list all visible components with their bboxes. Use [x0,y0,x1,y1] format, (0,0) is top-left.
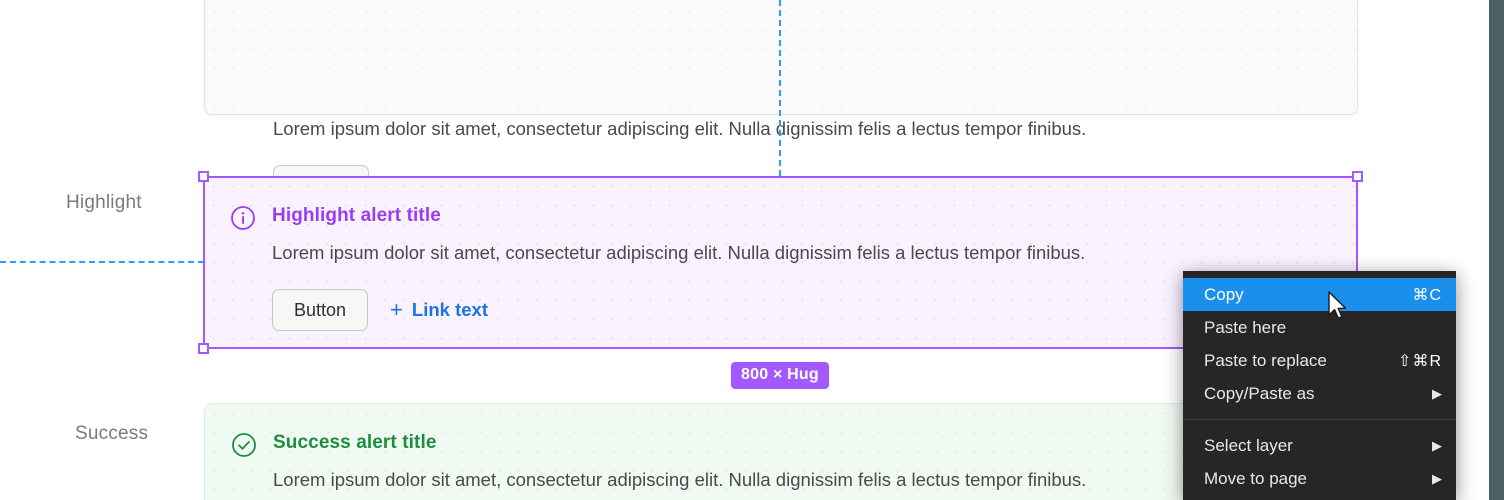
context-menu-item-paste-to-replace[interactable]: Paste to replace ⇧⌘R [1183,344,1456,377]
alert-title-highlight: Highlight alert title [272,205,441,226]
context-menu-item-copy-paste-as[interactable]: Copy/Paste as ▶ [1183,377,1456,410]
context-menu-label: Paste here [1204,317,1287,337]
submenu-arrow-icon: ▶ [1432,470,1442,486]
context-menu-label: Copy/Paste as [1204,383,1315,403]
context-menu[interactable]: Copy ⌘C Paste here Paste to replace ⇧⌘R … [1183,271,1456,500]
row-label-highlight: Highlight [66,192,142,213]
context-menu-label: Move to page [1204,468,1308,488]
button-highlight[interactable]: Button [272,289,369,331]
info-circle-icon [230,205,256,231]
context-menu-item-copy[interactable]: Copy ⌘C [1183,278,1456,311]
context-menu-item-move-to-page[interactable]: Move to page ▶ [1183,462,1456,495]
row-label-success: Success [75,423,149,444]
alert-actions-highlight[interactable]: Button + Link text [272,289,1290,331]
alert-body-success: Lorem ipsum dolor sit amet, consectetur … [273,469,1087,490]
check-circle-icon [231,432,257,458]
horizontal-alignment-guide [0,261,204,263]
right-edge-strip [1489,0,1504,500]
alert-card-neutral[interactable]: Lorem ipsum dolor sit amet, consectetur … [204,0,1358,207]
context-menu-separator [1183,419,1456,420]
submenu-arrow-icon: ▶ [1432,385,1442,401]
alert-title-success: Success alert title [273,432,437,453]
context-menu-shortcut: ⇧⌘R [1398,352,1442,370]
context-menu-label: Copy [1204,284,1244,304]
context-menu-label: Paste to replace [1204,350,1327,370]
alert-body-highlight: Lorem ipsum dolor sit amet, consectetur … [272,242,1086,263]
submenu-arrow-icon: ▶ [1432,437,1442,453]
context-menu-item-select-layer[interactable]: Select layer ▶ [1183,429,1456,462]
size-badge: 800 × Hug [731,362,829,389]
context-menu-label: Select layer [1204,435,1293,455]
context-menu-shortcut: ⌘C [1412,286,1442,304]
context-menu-item-paste-here[interactable]: Paste here [1183,311,1456,344]
vertical-alignment-guide [779,0,781,176]
link-label-highlight: Link text [411,299,488,320]
link-highlight[interactable]: + Link text [390,299,488,321]
plus-icon: + [390,297,403,322]
alert-body-neutral: Lorem ipsum dolor sit amet, consectetur … [273,118,1087,139]
